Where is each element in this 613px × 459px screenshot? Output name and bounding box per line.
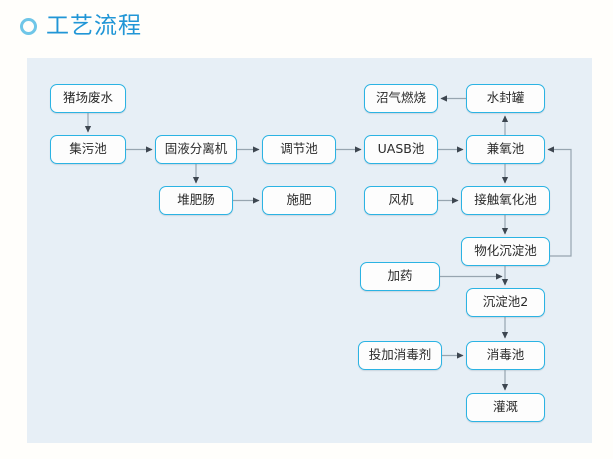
node-facultative-tank[interactable]: 兼氧池 [466,135,545,164]
node-contact-oxidation[interactable]: 接触氧化池 [461,186,550,215]
node-physchem-sed[interactable]: 物化沉淀池 [461,237,550,266]
node-blower[interactable]: 风机 [364,186,438,215]
node-adjust-tank[interactable]: 调节池 [262,135,336,164]
node-water-seal-tank[interactable]: 水封罐 [466,84,545,113]
node-sed-tank-2[interactable]: 沉淀池2 [466,288,545,317]
node-collection[interactable]: 集污池 [50,135,126,164]
page-title: 工艺流程 [46,13,142,39]
node-disinfect-tank[interactable]: 消毒池 [466,341,545,370]
node-irrigation[interactable]: 灌溉 [466,393,545,422]
node-wastewater[interactable]: 猪场废水 [50,84,126,113]
page-header: 工艺流程 [0,0,613,58]
node-separator[interactable]: 固液分离机 [155,135,237,164]
node-compost[interactable]: 堆肥肠 [159,186,233,215]
node-biogas-burn[interactable]: 沼气燃烧 [364,84,438,113]
circle-ring-icon [20,18,37,35]
node-uasb[interactable]: UASB池 [364,135,438,164]
node-add-disinfectant[interactable]: 投加消毒剂 [358,341,442,370]
node-fertilize[interactable]: 施肥 [262,186,336,215]
node-dosing[interactable]: 加药 [360,262,440,291]
